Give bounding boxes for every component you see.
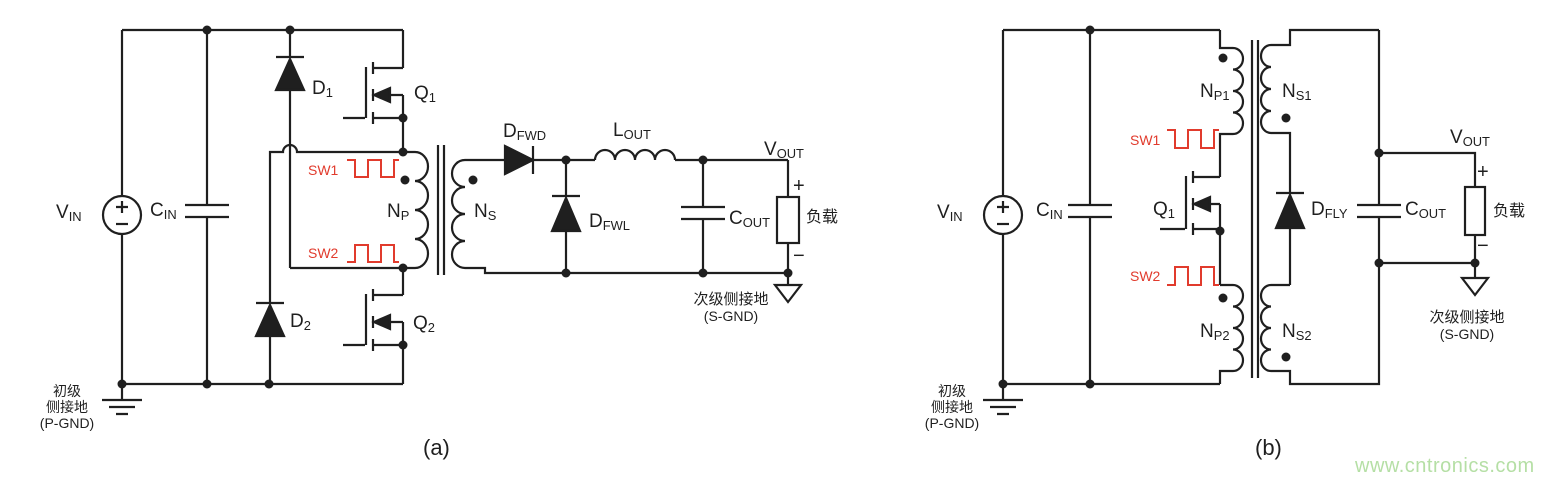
pgnd-symbol-a xyxy=(102,384,142,416)
sw2-waveform-b xyxy=(1167,266,1219,286)
d2-label: D2 xyxy=(290,311,311,333)
transformer-core xyxy=(436,145,446,275)
vin-source-a xyxy=(101,30,143,384)
cout-label-a: COUT xyxy=(729,208,770,230)
ns1-polarity-dot xyxy=(1281,113,1291,123)
cout-capacitor-b xyxy=(1357,30,1401,263)
caption-b: (b) xyxy=(1255,435,1282,460)
q2-label: Q2 xyxy=(413,313,435,335)
load-label-a: 负载 xyxy=(806,209,839,226)
sw2-waveform-a xyxy=(347,244,399,263)
cin-label-a: CIN xyxy=(150,200,177,222)
watermark: www.cntronics.com xyxy=(1355,455,1535,477)
dfwd-diode xyxy=(503,144,595,176)
d1-diode xyxy=(274,30,403,270)
ns2-winding xyxy=(1259,263,1381,386)
vin-source-b xyxy=(982,30,1024,384)
q1-mosfet-a xyxy=(343,30,405,152)
np2-polarity-dot xyxy=(1218,293,1228,303)
circuit-a xyxy=(101,28,804,416)
np-polarity-dot xyxy=(400,175,410,185)
load-resistor-a xyxy=(775,160,801,273)
pgnd-label-b: 初级 侧接地 (P-GND) xyxy=(924,383,980,431)
np2-label: NP2 xyxy=(1200,321,1230,343)
dfwl-label: DFWL xyxy=(589,211,630,233)
cout-label-b: COUT xyxy=(1405,199,1446,221)
sw1-label-a: SW1 xyxy=(308,162,339,178)
ns2-polarity-dot xyxy=(1281,352,1291,362)
sw1-waveform-b xyxy=(1167,129,1219,149)
cin-capacitor-a xyxy=(185,30,229,384)
ns1-label: NS1 xyxy=(1282,81,1312,103)
d1-label: D1 xyxy=(312,78,333,100)
transformer-core-b xyxy=(1250,40,1260,378)
ns1-winding xyxy=(1259,28,1379,193)
junction-dots-b xyxy=(998,25,1480,389)
vout-label-a: VOUT xyxy=(764,139,804,161)
ns-polarity-dot xyxy=(468,175,478,185)
np1-polarity-dot xyxy=(1218,53,1228,63)
np-label: NP xyxy=(387,201,410,223)
q2-mosfet xyxy=(343,268,405,384)
q1-label-a: Q1 xyxy=(414,83,436,105)
vin-label-a: VIN xyxy=(56,202,82,224)
plus-mark xyxy=(997,201,1009,213)
caption-a: (a) xyxy=(423,435,450,460)
sw2-label-b: SW2 xyxy=(1130,268,1161,284)
switch-waveforms-b xyxy=(1167,129,1219,286)
dfly-label: DFLY xyxy=(1311,199,1348,221)
pgnd-label-a: 初级 侧接地 (P-GND) xyxy=(39,383,95,431)
minus-sign-a: − xyxy=(793,245,805,267)
sw1-waveform-a xyxy=(347,159,399,178)
ns2-label: NS2 xyxy=(1282,321,1312,343)
lout-label: LOUT xyxy=(613,120,651,142)
q1-label-b: Q1 xyxy=(1153,199,1175,221)
dfwl-diode xyxy=(550,160,582,273)
sw2-label-a: SW2 xyxy=(308,245,339,261)
ns-label: NS xyxy=(474,201,497,223)
switch-waveforms-a xyxy=(347,159,399,263)
np1-label: NP1 xyxy=(1200,81,1230,103)
sgnd-label-a: 次级侧接地 (S-GND) xyxy=(693,291,769,325)
load-resistor-b xyxy=(1379,151,1487,265)
cout-capacitor-a xyxy=(681,160,725,273)
ns-winding xyxy=(450,158,788,275)
sw1-label-b: SW1 xyxy=(1130,132,1161,148)
wire-hop xyxy=(268,143,403,303)
sgnd-symbol-b xyxy=(1459,263,1491,297)
cin-label-b: CIN xyxy=(1036,200,1063,222)
np1-winding xyxy=(1218,30,1245,177)
np2-winding xyxy=(1218,283,1245,384)
lout-inductor xyxy=(593,148,788,162)
minus-sign-b: − xyxy=(1477,235,1489,257)
vout-label-b: VOUT xyxy=(1450,127,1490,149)
cin-capacitor-b xyxy=(1068,30,1112,384)
plus-sign-a: + xyxy=(793,175,805,197)
pgnd-symbol-b xyxy=(983,384,1023,416)
d2-diode xyxy=(254,143,403,384)
q1-mosfet-b xyxy=(1160,171,1222,285)
dfly-diode xyxy=(1274,191,1306,285)
dfwd-label: DFWD xyxy=(503,121,547,143)
plus-sign-b: + xyxy=(1477,161,1489,183)
sgnd-label-b: 次级侧接地 (S-GND) xyxy=(1429,309,1505,343)
plus-mark xyxy=(116,201,128,213)
circuit-b xyxy=(982,28,1491,416)
junction-dots-a xyxy=(117,25,793,389)
vin-label-b: VIN xyxy=(937,202,963,224)
load-label-b: 负载 xyxy=(1493,203,1526,220)
